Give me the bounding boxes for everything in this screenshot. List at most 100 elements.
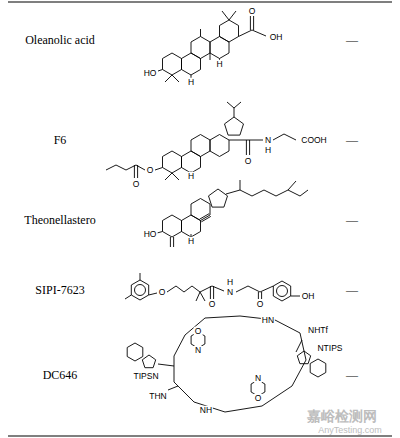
bond-line	[165, 75, 172, 82]
bond-line	[134, 165, 135, 178]
bond-line	[261, 292, 262, 299]
aromatic-ring	[135, 285, 146, 296]
ring-bond	[163, 53, 182, 75]
ring-bond	[226, 190, 300, 196]
atom-label: N	[254, 374, 262, 383]
atom-label: OH	[269, 33, 284, 42]
bond-line	[250, 16, 251, 30]
ring-bond	[210, 135, 229, 157]
atom-label: O	[254, 394, 263, 403]
bond-line	[284, 134, 296, 140]
ring-bond	[142, 355, 155, 368]
ring-bond	[106, 165, 136, 170]
ring-bond	[182, 215, 201, 237]
bond-line	[158, 364, 174, 366]
bond-line	[300, 190, 308, 196]
atom-label: THN	[148, 392, 167, 401]
bond-line	[240, 180, 241, 190]
bond-line	[157, 232, 163, 234]
atom-label: H	[215, 60, 223, 69]
bond-line	[210, 286, 211, 299]
bond-line	[165, 173, 172, 180]
ring-bond	[209, 189, 228, 207]
bond-line	[200, 292, 205, 301]
bond-line	[168, 386, 178, 390]
bond-line	[149, 293, 157, 295]
bond-line	[125, 295, 131, 299]
atom-label: O	[208, 300, 217, 309]
ring-bond	[163, 215, 182, 237]
compound-name: DC646	[43, 369, 78, 381]
watermark: 嘉峪检测网	[307, 409, 377, 423]
bond-line	[258, 292, 259, 299]
atom-label: O	[146, 166, 155, 175]
bond-line	[170, 237, 171, 247]
bond-line	[229, 140, 248, 141]
dash-cell: —	[346, 34, 358, 46]
bond-line	[210, 53, 211, 60]
compound-name: F6	[54, 134, 67, 146]
bond-line	[200, 214, 210, 220]
ring-bond	[191, 37, 210, 59]
atom-label: HN	[261, 316, 275, 325]
bond-line	[296, 340, 302, 352]
atom-label: O	[244, 157, 253, 166]
bond-line	[248, 140, 263, 141]
atom-label: N	[226, 288, 234, 297]
atom-label: N	[194, 346, 202, 355]
ring-bond	[297, 351, 310, 364]
atom-label: O	[248, 7, 257, 16]
ring-bond	[167, 286, 224, 292]
table-rule	[8, 1, 392, 2]
bond-line	[234, 108, 235, 117]
bond-line	[229, 11, 236, 20]
atom-label: N	[264, 136, 272, 145]
atom-label: H	[264, 146, 272, 155]
bond-line	[253, 16, 254, 30]
bond-line	[239, 30, 253, 37]
ring-bond	[310, 359, 326, 377]
bond-line	[172, 75, 179, 82]
atom-label: TIPSN	[132, 372, 159, 381]
bond-line	[291, 296, 300, 297]
atom-label: O	[194, 327, 203, 336]
dash-cell: —	[346, 214, 358, 226]
bond-line	[234, 102, 241, 108]
bond-line	[200, 29, 201, 37]
bond-line	[252, 30, 266, 36]
dash-cell: —	[346, 284, 358, 296]
bond-line	[140, 273, 141, 280]
bond-line	[158, 70, 163, 72]
atom-label: NHTf	[307, 326, 329, 335]
atom-label: O	[158, 288, 167, 297]
atom-label: H	[187, 78, 195, 87]
atom-label: NTIPS	[316, 344, 343, 353]
compound-name: SIPI-7623	[35, 284, 84, 296]
ring-bond	[182, 151, 201, 173]
atom-label: NH	[199, 406, 213, 415]
ring-bond	[236, 286, 273, 292]
bond-line	[173, 237, 174, 247]
bond-line	[273, 134, 284, 140]
ring-bond	[191, 135, 210, 157]
ring-bond	[182, 53, 201, 75]
compound-name: Theonellastero	[24, 214, 95, 226]
atom-label: O	[256, 300, 265, 309]
atom-label: O	[132, 180, 141, 189]
bond-line	[196, 292, 200, 301]
bond-line	[246, 140, 247, 155]
bond-line	[155, 168, 163, 171]
ring-bond	[191, 199, 210, 221]
aromatic-ring	[277, 286, 288, 297]
bond-line	[137, 165, 138, 178]
bond-line	[213, 286, 214, 299]
atom-label: OH	[301, 292, 316, 301]
atom-label: H	[187, 237, 195, 246]
atom-label: H	[187, 172, 195, 181]
atom-label: COOH	[300, 136, 328, 145]
ring-bond	[163, 151, 182, 173]
bond-line	[222, 11, 229, 20]
ring-bond	[127, 343, 143, 361]
ring-bond	[174, 316, 306, 412]
